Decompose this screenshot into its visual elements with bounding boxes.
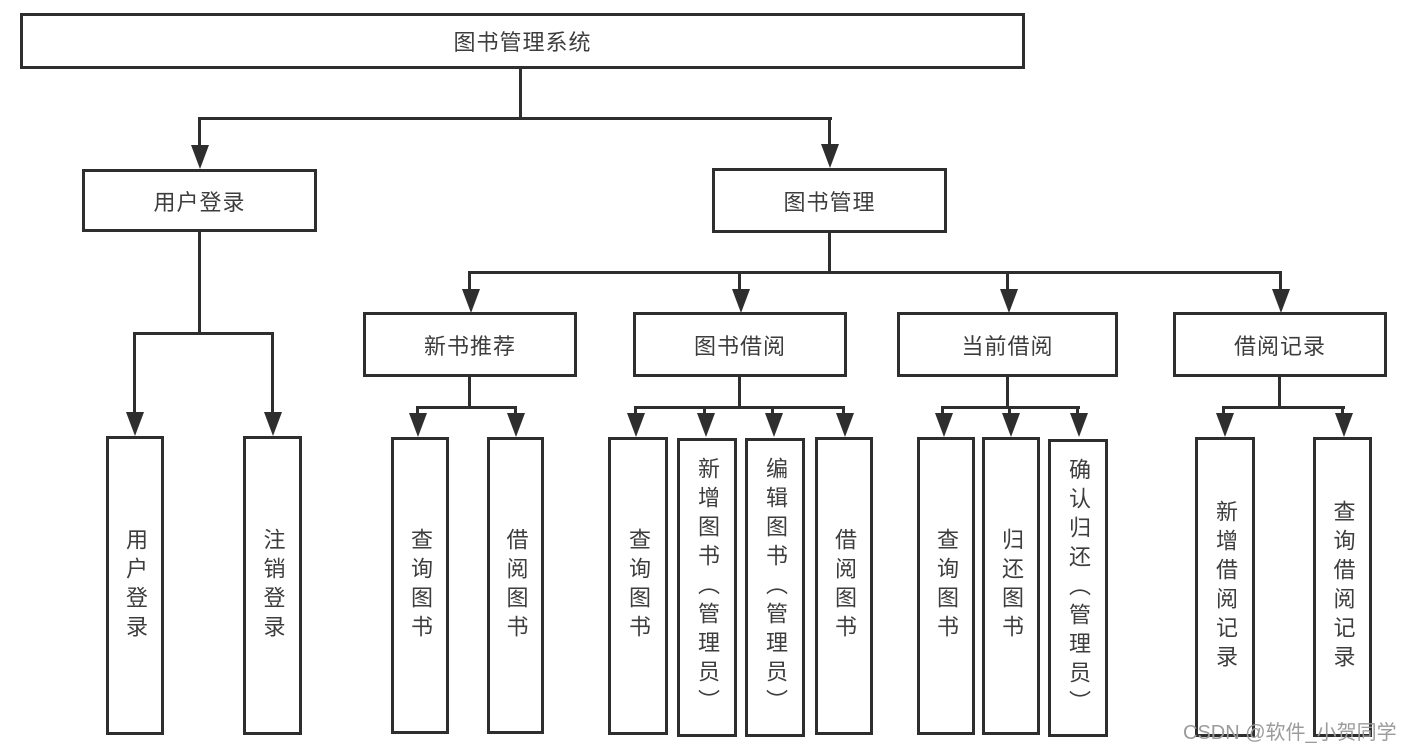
leaf-rec-query-book: 查询图书 — [391, 437, 449, 734]
leaf-user-login-label: 用户登录 — [123, 527, 148, 644]
node-current-borrow-label: 当前借阅 — [961, 333, 1054, 359]
leaf-user-login: 用户登录 — [106, 436, 164, 735]
arrowhead-down-icon — [732, 289, 750, 313]
leaf-borrow-borrow-book-label: 借阅图书 — [832, 528, 857, 644]
node-user-login: 用户登录 — [82, 169, 317, 232]
arrowhead-down-icon — [462, 289, 480, 313]
connector-borrow-stem — [738, 377, 741, 408]
node-borrow-records: 借阅记录 — [1173, 312, 1387, 377]
connector-current-drop — [1076, 406, 1079, 415]
leaf-borrow-query-book-label: 查询图书 — [626, 528, 651, 644]
leaf-borrow-borrow-book: 借阅图书 — [815, 437, 873, 735]
node-book-borrow: 图书借阅 — [633, 312, 847, 377]
connector-borrow-drop — [703, 406, 706, 415]
node-book-mgmt: 图书管理 — [712, 168, 947, 233]
node-book-mgmt-label: 图书管理 — [783, 189, 876, 215]
node-root-label: 图书管理系统 — [453, 30, 592, 55]
connector-rec-hbar — [416, 406, 517, 409]
connector-mgmt-drop — [1006, 271, 1009, 291]
leaf-current-query-book: 查询图书 — [917, 437, 975, 735]
connector-current-stem — [1006, 377, 1009, 408]
connector-records-stem — [1278, 377, 1281, 408]
connector-borrow-drop — [771, 406, 774, 415]
node-book-borrow-label: 图书借阅 — [693, 333, 786, 359]
connector-login-right-drop — [271, 332, 274, 414]
leaf-current-confirm-return: 确认归还（管理员） — [1048, 439, 1108, 737]
arrowhead-down-icon — [1272, 289, 1290, 313]
leaf-logout: 注销登录 — [243, 436, 302, 735]
connector-borrow-drop — [634, 406, 637, 415]
arrowhead-down-icon — [935, 413, 953, 437]
connector-login-left-drop — [133, 332, 136, 414]
connector-mgmt-hbar — [468, 271, 1282, 274]
leaf-borrow-query-book: 查询图书 — [608, 437, 668, 735]
connector-root-left-drop — [198, 117, 201, 147]
arrowhead-down-icon — [1335, 413, 1353, 437]
leaf-records-add-record: 新增借阅记录 — [1195, 437, 1255, 737]
leaf-current-query-book-label: 查询图书 — [934, 528, 959, 644]
node-user-login-label: 用户登录 — [153, 189, 246, 215]
arrowhead-down-icon — [507, 413, 525, 437]
leaf-records-add-record-label: 新增借阅记录 — [1213, 500, 1238, 674]
node-current-borrow: 当前借阅 — [897, 312, 1118, 377]
connector-rec-drop — [416, 406, 419, 415]
connector-rec-stem — [468, 377, 471, 408]
connector-borrow-drop — [842, 406, 845, 415]
arrowhead-down-icon — [1000, 289, 1018, 313]
leaf-current-confirm-return-label: 确认归还（管理员） — [1066, 457, 1091, 719]
arrowhead-down-icon — [697, 413, 715, 437]
node-new-book-rec: 新书推荐 — [363, 312, 577, 377]
arrowhead-down-icon — [409, 413, 427, 437]
connector-mgmt-stem — [828, 233, 831, 274]
connector-root-stem — [519, 69, 522, 118]
arrowhead-down-icon — [264, 412, 282, 436]
connector-mgmt-drop — [1279, 271, 1282, 291]
leaf-borrow-edit-book-label: 编辑图书（管理员） — [763, 457, 788, 718]
leaf-borrow-add-book-label: 新增图书（管理员） — [695, 457, 720, 718]
leaf-current-return-book-label: 归还图书 — [999, 528, 1024, 644]
arrowhead-down-icon — [821, 144, 839, 168]
leaf-rec-borrow-book: 借阅图书 — [487, 437, 544, 734]
leaf-records-query-record-label: 查询借阅记录 — [1330, 500, 1356, 674]
arrowhead-down-icon — [1216, 413, 1234, 437]
leaf-rec-borrow-book-label: 借阅图书 — [503, 527, 529, 644]
arrowhead-down-icon — [627, 413, 645, 437]
connector-current-drop — [1008, 406, 1011, 415]
arrowhead-down-icon — [126, 412, 144, 436]
leaf-borrow-add-book: 新增图书（管理员） — [677, 438, 737, 737]
connector-rec-drop — [514, 406, 517, 415]
node-borrow-records-label: 借阅记录 — [1233, 333, 1326, 359]
leaf-borrow-edit-book: 编辑图书（管理员） — [745, 438, 805, 737]
connector-records-drop — [1222, 406, 1225, 415]
leaf-logout-label: 注销登录 — [260, 527, 286, 644]
connector-records-drop — [1341, 406, 1344, 415]
csdn-watermark: CSDN @软件_小贺同学 — [1183, 722, 1397, 744]
leaf-rec-query-book-label: 查询图书 — [408, 527, 433, 644]
node-new-book-rec-label: 新书推荐 — [423, 333, 516, 359]
connector-records-hbar — [1222, 406, 1345, 409]
connector-root-right-drop — [828, 117, 831, 146]
arrowhead-down-icon — [1070, 413, 1088, 437]
arrowhead-down-icon — [1002, 413, 1020, 437]
connector-mgmt-drop — [468, 271, 471, 291]
arrowhead-down-icon — [836, 413, 854, 437]
connector-current-drop — [941, 406, 944, 415]
connector-login-hbar — [133, 332, 274, 335]
leaf-current-return-book: 归还图书 — [982, 437, 1040, 735]
arrowhead-down-icon — [765, 413, 783, 437]
leaf-records-query-record: 查询借阅记录 — [1313, 437, 1372, 737]
node-root: 图书管理系统 — [20, 13, 1025, 69]
connector-login-stem — [198, 232, 201, 335]
connector-borrow-hbar — [634, 406, 845, 409]
arrowhead-down-icon — [191, 145, 209, 169]
connector-root-hbar — [198, 117, 832, 120]
connector-mgmt-drop — [738, 271, 741, 291]
